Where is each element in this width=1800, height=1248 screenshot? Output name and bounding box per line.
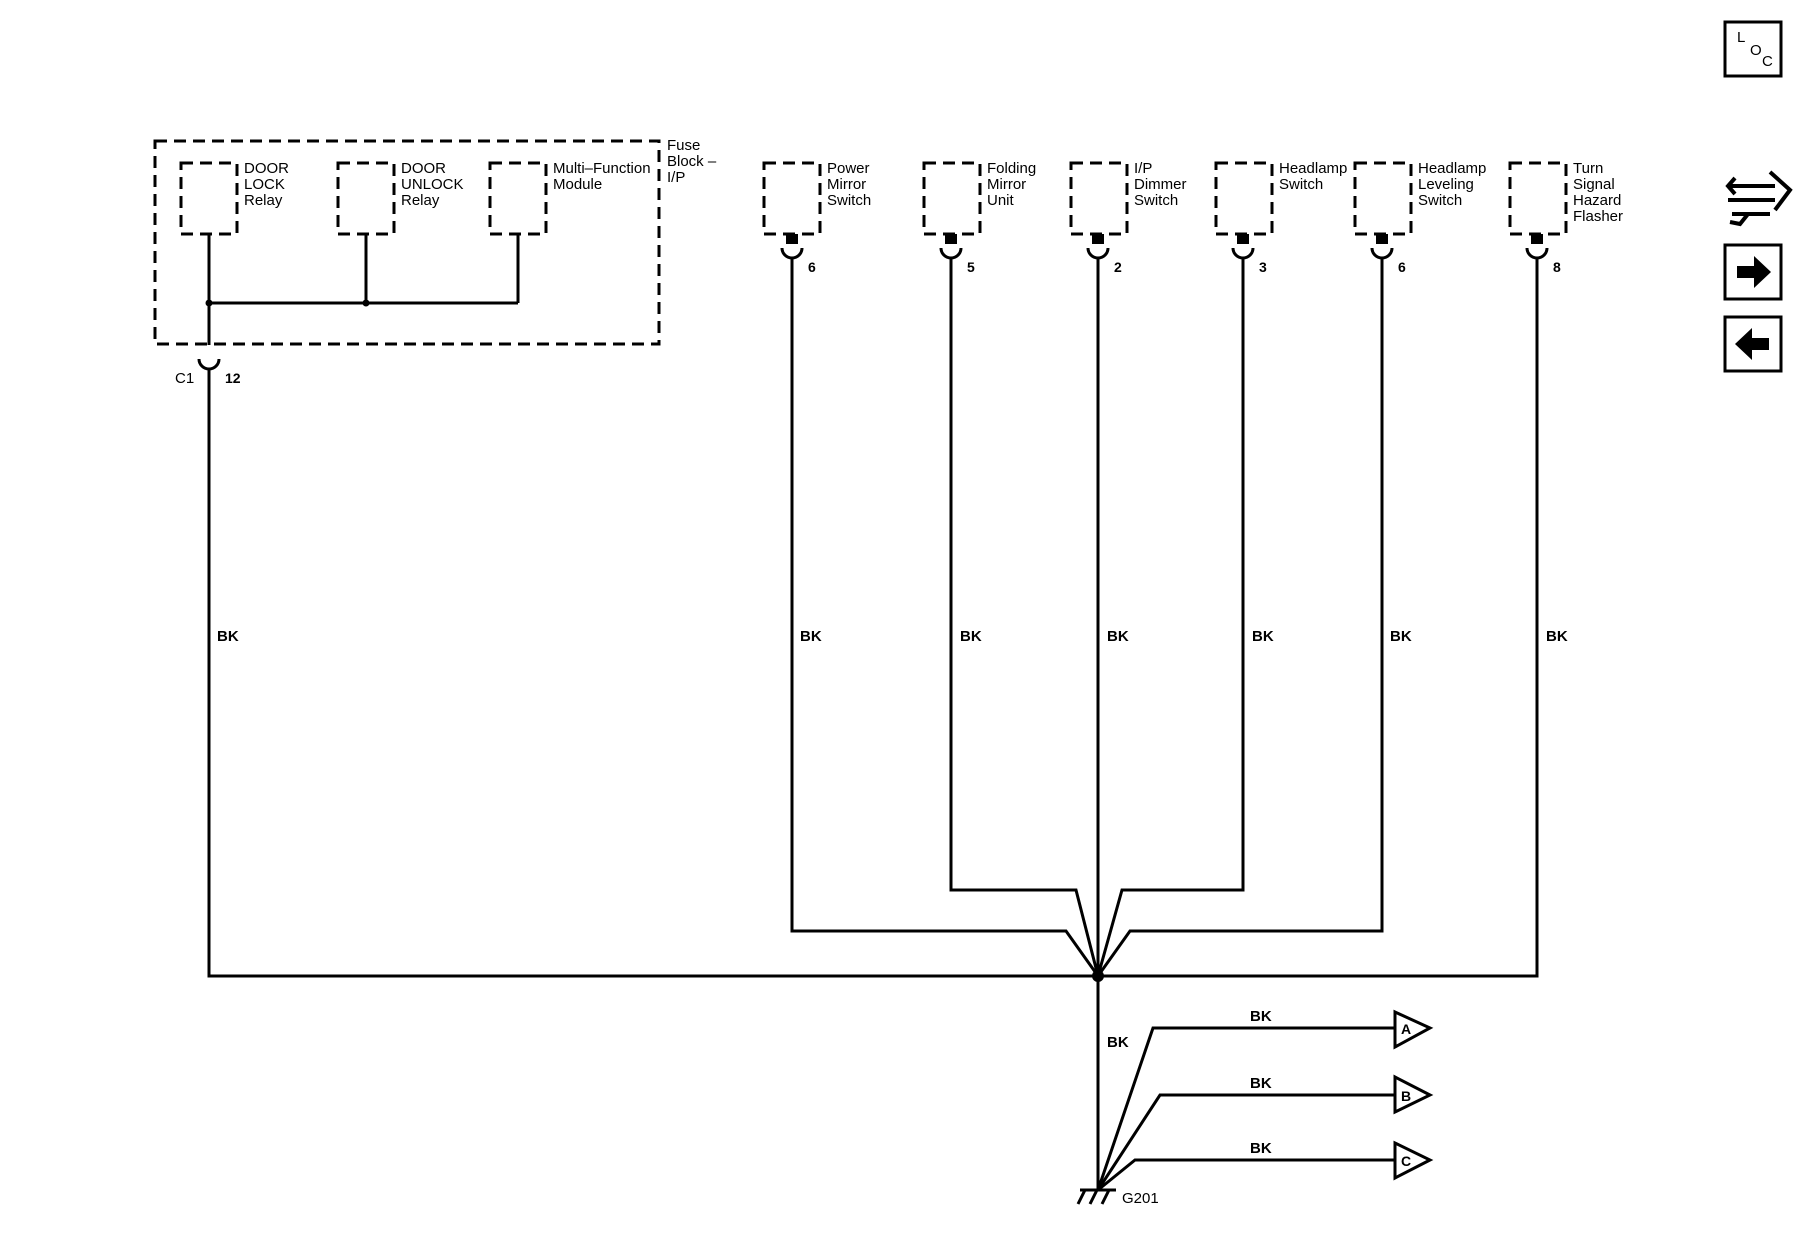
ground-g201: G201 bbox=[1076, 1188, 1159, 1207]
component-label: Headlamp Leveling Switch bbox=[1418, 160, 1491, 209]
door-unlock-relay: DOOR UNLOCK Relay bbox=[336, 160, 468, 236]
svg-text:L: L bbox=[1737, 29, 1745, 46]
wire-color-label: BK bbox=[1250, 1075, 1272, 1092]
splice-dot bbox=[362, 299, 370, 307]
pin-number: 8 bbox=[1553, 259, 1561, 275]
offpage-connector-b: B bbox=[1393, 1074, 1434, 1115]
multi-function-module-label: Multi–Function Module bbox=[553, 160, 655, 193]
component-turn-signal-hazard-flasher: Turn Signal Hazard Flasher 8 bbox=[1508, 160, 1626, 275]
component-label: Turn Signal Hazard Flasher bbox=[1573, 160, 1626, 225]
component-headlamp-switch: Headlamp Switch 3 bbox=[1214, 160, 1352, 275]
wire-color-label: BK bbox=[1546, 628, 1568, 645]
splice-dot bbox=[205, 299, 213, 307]
offpage-connector-a: A bbox=[1393, 1009, 1434, 1050]
component-power-mirror-switch: Power Mirror Switch 6 bbox=[762, 160, 874, 275]
pin-number: 6 bbox=[808, 259, 816, 275]
wire-color-label: BK bbox=[1252, 628, 1274, 645]
ground-label: G201 bbox=[1122, 1190, 1159, 1207]
component-headlamp-leveling-switch: Headlamp Leveling Switch 6 bbox=[1353, 160, 1491, 275]
wire-color-label: BK bbox=[217, 628, 239, 645]
component-label: Folding Mirror Unit bbox=[987, 160, 1040, 209]
component-ip-dimmer-switch: I/P Dimmer Switch 2 bbox=[1069, 160, 1191, 275]
pin-number: 3 bbox=[1259, 259, 1267, 275]
fuse-block-label: Fuse Block – I/P bbox=[667, 137, 720, 186]
pin-number: 6 bbox=[1398, 259, 1406, 275]
previous-arrow-icon bbox=[1735, 328, 1769, 360]
multi-function-module: Multi–Function Module bbox=[488, 160, 655, 236]
offpage-letter: C bbox=[1401, 1153, 1411, 1169]
ground-wires bbox=[207, 258, 1539, 1192]
main-splice-dot bbox=[1092, 970, 1104, 982]
pin-number: 2 bbox=[1114, 259, 1122, 275]
connector-view-icon bbox=[1725, 170, 1793, 227]
loc-icon bbox=[1723, 20, 1783, 78]
connector-id: C1 bbox=[175, 370, 194, 387]
svg-text:O: O bbox=[1750, 42, 1762, 59]
offpage-connector-c: C bbox=[1393, 1140, 1434, 1181]
wire-color-label: BK bbox=[1390, 628, 1412, 645]
offpage-letter: A bbox=[1401, 1021, 1411, 1037]
wire-color-label: BK bbox=[800, 628, 822, 645]
offpage-letter: B bbox=[1401, 1088, 1411, 1104]
previous-page-button[interactable] bbox=[1723, 315, 1783, 373]
door-unlock-relay-label: DOOR UNLOCK Relay bbox=[401, 160, 468, 209]
connector-view-button[interactable] bbox=[1725, 170, 1793, 227]
component-label: Power Mirror Switch bbox=[827, 160, 874, 209]
component-label: Headlamp Switch bbox=[1279, 160, 1352, 193]
component-folding-mirror-unit: Folding Mirror Unit 5 bbox=[922, 160, 1040, 275]
pin-number: 12 bbox=[225, 370, 241, 386]
fuse-block-internal-bus bbox=[207, 234, 520, 345]
door-lock-relay-label: DOOR LOCK Relay bbox=[244, 160, 293, 209]
pin-number: 5 bbox=[967, 259, 975, 275]
wire-color-label: BK bbox=[1107, 1034, 1129, 1051]
door-lock-relay: DOOR LOCK Relay bbox=[179, 160, 293, 236]
next-arrow-icon bbox=[1737, 256, 1771, 288]
wire-color-label: BK bbox=[960, 628, 982, 645]
wire-color-label: BK bbox=[1250, 1008, 1272, 1025]
wire-color-label: BK bbox=[1107, 628, 1129, 645]
component-label: I/P Dimmer Switch bbox=[1134, 160, 1191, 209]
wire-color-label: BK bbox=[1250, 1140, 1272, 1157]
next-page-button[interactable] bbox=[1723, 243, 1783, 301]
location-button[interactable]: L O C bbox=[1723, 20, 1783, 78]
svg-text:C: C bbox=[1762, 53, 1773, 70]
fuse-block: Fuse Block – I/P DOOR LOCK Relay DOOR UN… bbox=[153, 137, 720, 346]
fuse-block-outline bbox=[153, 139, 661, 346]
